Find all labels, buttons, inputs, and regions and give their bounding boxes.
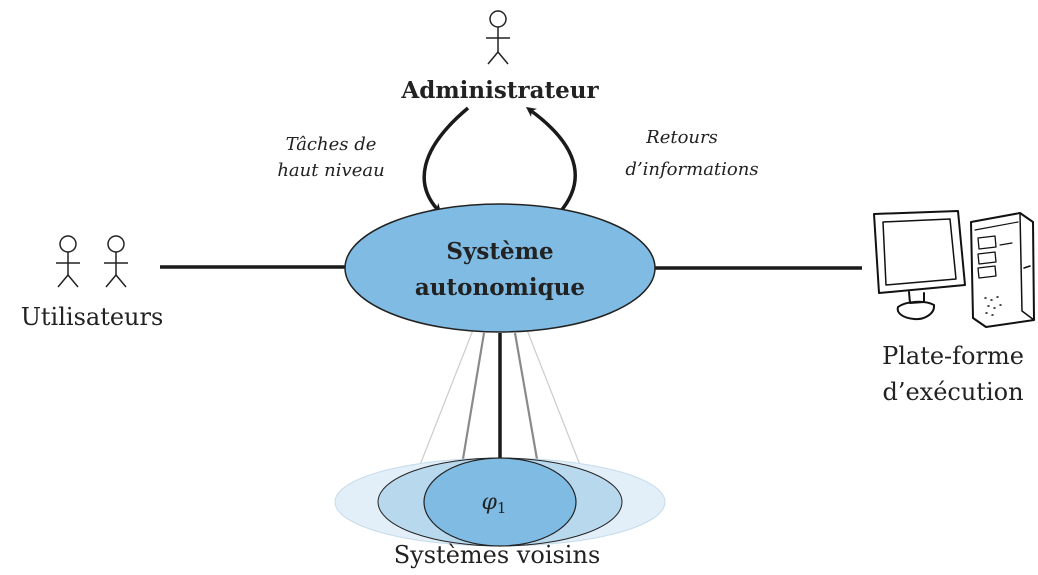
platform-label-line1: Plate-forme (882, 342, 1024, 370)
neighbor-link-right (513, 332, 540, 466)
neighbors-label: Systèmes voisins (394, 541, 601, 569)
neighbor-phi-label: φ1 (482, 490, 507, 517)
user-icon (104, 235, 128, 288)
down-arrow-label-line1: Tâches de (286, 134, 377, 155)
platform-label-line2: d’exécution (882, 378, 1023, 406)
administrator-label: Administrateur (400, 77, 599, 104)
down-arrow (422, 106, 470, 214)
down-arrow-label-line2: haut niveau (277, 160, 384, 181)
computer-icon (873, 210, 1035, 328)
user-icon (56, 235, 80, 288)
users-label: Utilisateurs (21, 303, 164, 331)
central-system-ellipse (344, 203, 656, 333)
central-system-label-line2: autonomique (415, 274, 585, 301)
phi-symbol: φ (482, 490, 498, 515)
up-arrow-label-line2: d’informations (625, 159, 758, 180)
up-arrow-label-line1: Retours (645, 127, 718, 148)
central-system-label-line1: Système (446, 238, 553, 265)
neighbor-ellipse-front (423, 457, 577, 547)
up-arrow (525, 107, 577, 214)
neighbor-link-far-left (419, 329, 474, 466)
neighbor-link-left (460, 332, 486, 466)
phi-subscript: 1 (497, 499, 507, 517)
administrator-icon (486, 10, 510, 65)
neighbor-link-far-right (526, 329, 581, 466)
